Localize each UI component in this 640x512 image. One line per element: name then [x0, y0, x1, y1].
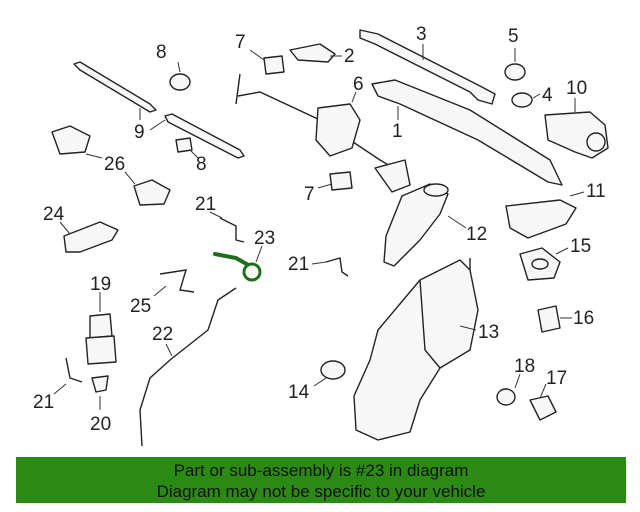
banner-line-1: Part or sub-assembly is #23 in diagram [173, 461, 469, 480]
callout-8a: 8 [156, 42, 167, 63]
callout-13: 13 [478, 322, 499, 343]
callout-7b: 7 [304, 184, 315, 205]
callout-10: 10 [566, 78, 587, 99]
plug-part[interactable] [496, 388, 516, 406]
washer-nozzle-part[interactable] [51, 125, 171, 206]
grommet-part-a[interactable] [169, 73, 191, 91]
bracket-part[interactable] [63, 221, 119, 253]
bushing-part-a[interactable] [263, 55, 285, 75]
highlighted-hose-part-23[interactable] [213, 252, 262, 282]
linkage-rods-part[interactable] [73, 61, 245, 159]
callout-25: 25 [130, 296, 151, 317]
callout-20: 20 [90, 414, 111, 435]
callout-4: 4 [542, 85, 553, 106]
callout-8b: 8 [196, 154, 207, 175]
hose-elbow-part-a[interactable] [219, 217, 245, 243]
callout-24: 24 [43, 204, 65, 225]
clip-part[interactable] [289, 43, 336, 63]
callout-12: 12 [466, 224, 487, 245]
callout-5: 5 [508, 26, 519, 47]
callout-26: 26 [104, 154, 125, 175]
cap-part[interactable] [504, 63, 526, 81]
info-banner: Part or sub-assembly is #23 in diagram D… [16, 457, 626, 503]
callout-1: 1 [392, 121, 403, 142]
hose-connector-part[interactable] [159, 269, 195, 293]
callout-7a: 7 [235, 32, 246, 53]
callout-21b: 21 [288, 254, 309, 275]
parts-diagram: 3 5 4 10 1 2 7 6 8 [33, 24, 609, 447]
wiper-linkage-part[interactable] [235, 73, 411, 193]
bushing-part-b[interactable] [329, 171, 353, 191]
reservoir-neck-part[interactable] [383, 183, 449, 267]
callout-21a: 21 [195, 194, 216, 215]
callout-21c: 21 [33, 392, 54, 413]
callout-2: 2 [344, 46, 355, 67]
grommet-part-b[interactable] [175, 137, 193, 153]
mount-bracket-part[interactable] [505, 199, 577, 239]
washer-reservoir-part[interactable] [353, 258, 479, 441]
callout-18: 18 [514, 356, 535, 377]
callout-16: 16 [573, 308, 594, 329]
washer-hose-part[interactable] [139, 287, 237, 447]
hose-elbow-part-b[interactable] [325, 257, 349, 277]
callout-15: 15 [570, 236, 591, 257]
callout-14: 14 [288, 382, 310, 403]
pump-grommet-part[interactable] [91, 375, 109, 393]
callout-6: 6 [353, 74, 364, 95]
callout-22: 22 [152, 324, 173, 345]
callout-9: 9 [134, 122, 145, 143]
wiper-motor-part[interactable] [544, 111, 609, 159]
callout-11: 11 [586, 181, 606, 202]
nut-part[interactable] [511, 92, 533, 108]
level-sensor-part[interactable] [529, 395, 557, 421]
banner-line-2: Diagram may not be specific to your vehi… [156, 482, 486, 501]
pump-mount-part[interactable] [519, 247, 561, 281]
callout-3: 3 [416, 24, 427, 45]
callout-23: 23 [254, 228, 275, 249]
washer-pump-part[interactable] [85, 313, 117, 365]
callout-17: 17 [546, 368, 567, 389]
callout-19: 19 [90, 274, 111, 295]
hose-elbow-part-c[interactable] [65, 357, 83, 383]
filler-cap-part[interactable] [537, 305, 561, 333]
wiper-blade-part[interactable] [371, 79, 563, 186]
grommet-part-c[interactable] [320, 360, 346, 380]
wiper-arm-part[interactable] [359, 29, 496, 105]
